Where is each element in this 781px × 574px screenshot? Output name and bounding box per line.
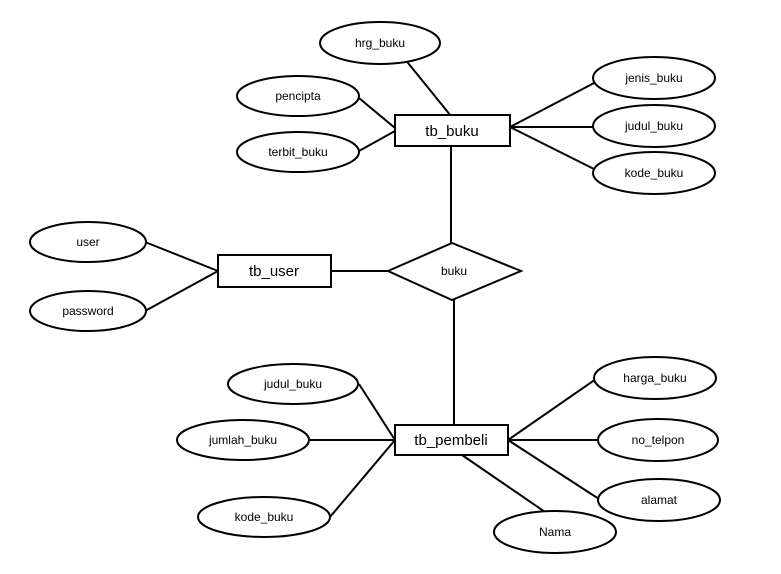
attribute-label: harga_buku — [623, 371, 686, 385]
relationship-buku: buku — [385, 241, 524, 302]
attr-hrg_buku: hrg_buku — [319, 21, 441, 65]
line-jenis_buku — [509, 81, 597, 128]
attribute-ellipse — [227, 363, 359, 405]
attr-p-harga_buku: harga_buku — [593, 356, 717, 400]
attribute-label: user — [76, 235, 99, 249]
line-password — [144, 270, 219, 312]
attr-judul_buku: judul_buku — [592, 104, 716, 148]
relationship-label: buku — [441, 264, 467, 278]
attribute-label: kode_buku — [235, 510, 294, 524]
attribute-ellipse — [493, 510, 617, 554]
attribute-label: no_telpon — [632, 433, 685, 447]
line-p-alamat — [507, 439, 600, 500]
attribute-label: hrg_buku — [355, 36, 405, 50]
attr-p-no_telpon: no_telpon — [597, 418, 719, 462]
attr-p-nama: Nama — [493, 510, 617, 554]
attr-p-judul_buku: judul_buku — [227, 363, 359, 405]
line-pencipta — [358, 97, 396, 129]
attribute-ellipse — [592, 151, 716, 195]
attr-p-kode_buku: kode_buku — [197, 496, 331, 538]
attribute-ellipse — [236, 131, 360, 173]
entity-label: tb_pembeli — [414, 432, 487, 449]
attribute-label: jumlah_buku — [208, 433, 277, 447]
entity-tb_buku: tb_buku — [394, 114, 511, 147]
entity-box — [217, 254, 332, 288]
attribute-ellipse — [176, 419, 310, 461]
line-hrg_buku — [403, 57, 452, 117]
attr-p-alamat: alamat — [597, 478, 721, 522]
attribute-label: Nama — [539, 525, 571, 539]
entity-label: tb_user — [249, 263, 299, 280]
line-p-nama — [461, 454, 549, 515]
line-user — [144, 241, 219, 272]
attribute-label: alamat — [641, 493, 678, 507]
attr-password: password — [29, 290, 147, 332]
attr-pencipta: pencipta — [236, 75, 360, 117]
attr-user: user — [29, 221, 147, 263]
attribute-label: judul_buku — [263, 377, 322, 391]
attribute-ellipse — [29, 221, 147, 263]
attr-p-jumlah_buku: jumlah_buku — [176, 419, 310, 461]
attribute-ellipse — [319, 21, 441, 65]
attribute-label: pencipta — [275, 89, 321, 103]
attr-jenis_buku: jenis_buku — [592, 56, 716, 100]
attribute-label: terbit_buku — [268, 145, 327, 159]
entity-tb_user: tb_user — [217, 254, 332, 288]
attribute-ellipse — [592, 56, 716, 100]
line-p-harga_buku — [507, 378, 597, 441]
attribute-ellipse — [593, 356, 717, 400]
attribute-label: jenis_buku — [624, 71, 682, 85]
attribute-ellipse — [29, 290, 147, 332]
attr-kode_buku: kode_buku — [592, 151, 716, 195]
entity-box — [394, 114, 511, 147]
attribute-ellipse — [592, 104, 716, 148]
connector-lines — [144, 57, 600, 518]
attr-terbit_buku: terbit_buku — [236, 131, 360, 173]
attribute-label: kode_buku — [625, 166, 684, 180]
attribute-ellipse — [597, 418, 719, 462]
line-p-judul_buku — [358, 383, 396, 441]
entity-label: tb_buku — [425, 123, 478, 140]
relationship-diamond — [385, 241, 524, 302]
attribute-ellipse — [236, 75, 360, 117]
line-kode_buku — [509, 126, 597, 171]
attribute-label: judul_buku — [624, 119, 683, 133]
entity-box — [394, 424, 509, 456]
attribute-ellipse — [597, 478, 721, 522]
line-p-kode_buku — [329, 439, 396, 518]
entity-tb_pembeli: tb_pembeli — [394, 424, 509, 456]
attribute-ellipse — [197, 496, 331, 538]
attribute-label: password — [62, 304, 113, 318]
line-terbit_buku — [358, 130, 396, 152]
